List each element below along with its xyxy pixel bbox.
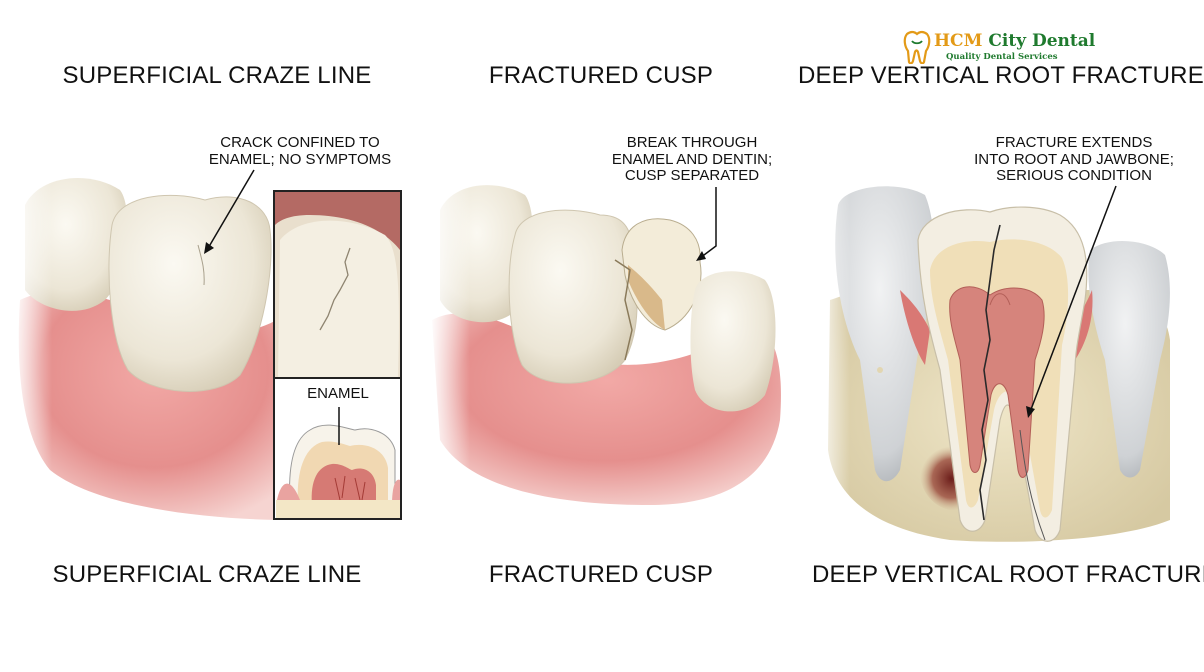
panel-3-left-tooth: [835, 186, 935, 482]
panel-2-annotation-line-2: ENAMEL AND DENTIN;: [611, 150, 773, 168]
panel-3-pointer: [1029, 185, 1117, 413]
panel-2-title-bottom: FRACTURED CUSP: [488, 561, 714, 588]
inset-crack: [319, 247, 351, 331]
panel-2-pointer: [699, 187, 717, 259]
inset-tooth-closeup: [278, 220, 399, 378]
panel-1-pointer: [206, 169, 255, 251]
panel-1-annotation-line-1: CRACK CONFINED TO: [220, 134, 380, 151]
logo-name: HCM City Dental: [934, 31, 1096, 51]
panel-3-annotation-line-2: INTO ROOT AND JAWBONE;: [974, 150, 1174, 168]
panel-2-illustration: [430, 170, 781, 510]
panel-3-fracture-line: [979, 224, 1001, 521]
panel-2-annotation: BREAK THROUGH ENAMEL AND DENTIN; CUSP SE…: [602, 134, 782, 185]
logo-tagline: Quality Dental Services: [946, 52, 1058, 62]
panel-2-right-tooth: [690, 271, 776, 412]
clinic-logo: HCM City Dental Quality Dental Services: [902, 30, 1095, 66]
panel-1-inset: [273, 190, 402, 520]
panel-3-annotation-line-3: SERIOUS CONDITION: [996, 167, 1152, 184]
panel-3-title-bottom: DEEP VERTICAL ROOT FRACTURE: [812, 561, 1204, 588]
panel-1-title-top: SUPERFICIAL CRAZE LINE: [62, 62, 372, 89]
panel-1-annotation-line-2: ENAMEL; NO SYMPTOMS: [208, 150, 392, 168]
panel-3-annotation-line-1: FRACTURE EXTENDS: [995, 134, 1153, 151]
panel-1-illustration: [12, 170, 290, 530]
panel-2-annotation-line-1: BREAK THROUGH: [626, 134, 758, 151]
panel-1-main-tooth: [108, 194, 272, 392]
panel-3-annotation: FRACTURE EXTENDS INTO ROOT AND JAWBONE; …: [968, 134, 1180, 185]
panel-3-gum-left: [900, 290, 930, 365]
panel-1-annotation: CRACK CONFINED TO ENAMEL; NO SYMPTOMS: [195, 134, 405, 168]
panel-2-main-tooth: [508, 209, 638, 384]
panel-2-title-top: FRACTURED CUSP: [488, 62, 714, 89]
inset-enamel-label: ENAMEL: [307, 385, 369, 402]
panel-3-illustration: [815, 170, 1170, 550]
panel-2-annotation-line-3: CUSP SEPARATED: [624, 167, 760, 184]
panel-2-fracture-line: [614, 259, 633, 361]
panel-3-pulp: [949, 286, 1045, 478]
panel-3-title-top: DEEP VERTICAL ROOT FRACTURE: [798, 62, 1204, 89]
panel-1-craze-line: [197, 244, 205, 286]
panel-3-bone-crack: [1019, 429, 1046, 541]
annotation-pointers: [204, 169, 1117, 418]
panel-1-title-bottom: SUPERFICIAL CRAZE LINE: [52, 561, 362, 588]
panel-3-right-tooth: [1088, 240, 1170, 478]
tooth-icon: [903, 30, 931, 64]
panel-2-exposed-dentin: [628, 265, 665, 330]
